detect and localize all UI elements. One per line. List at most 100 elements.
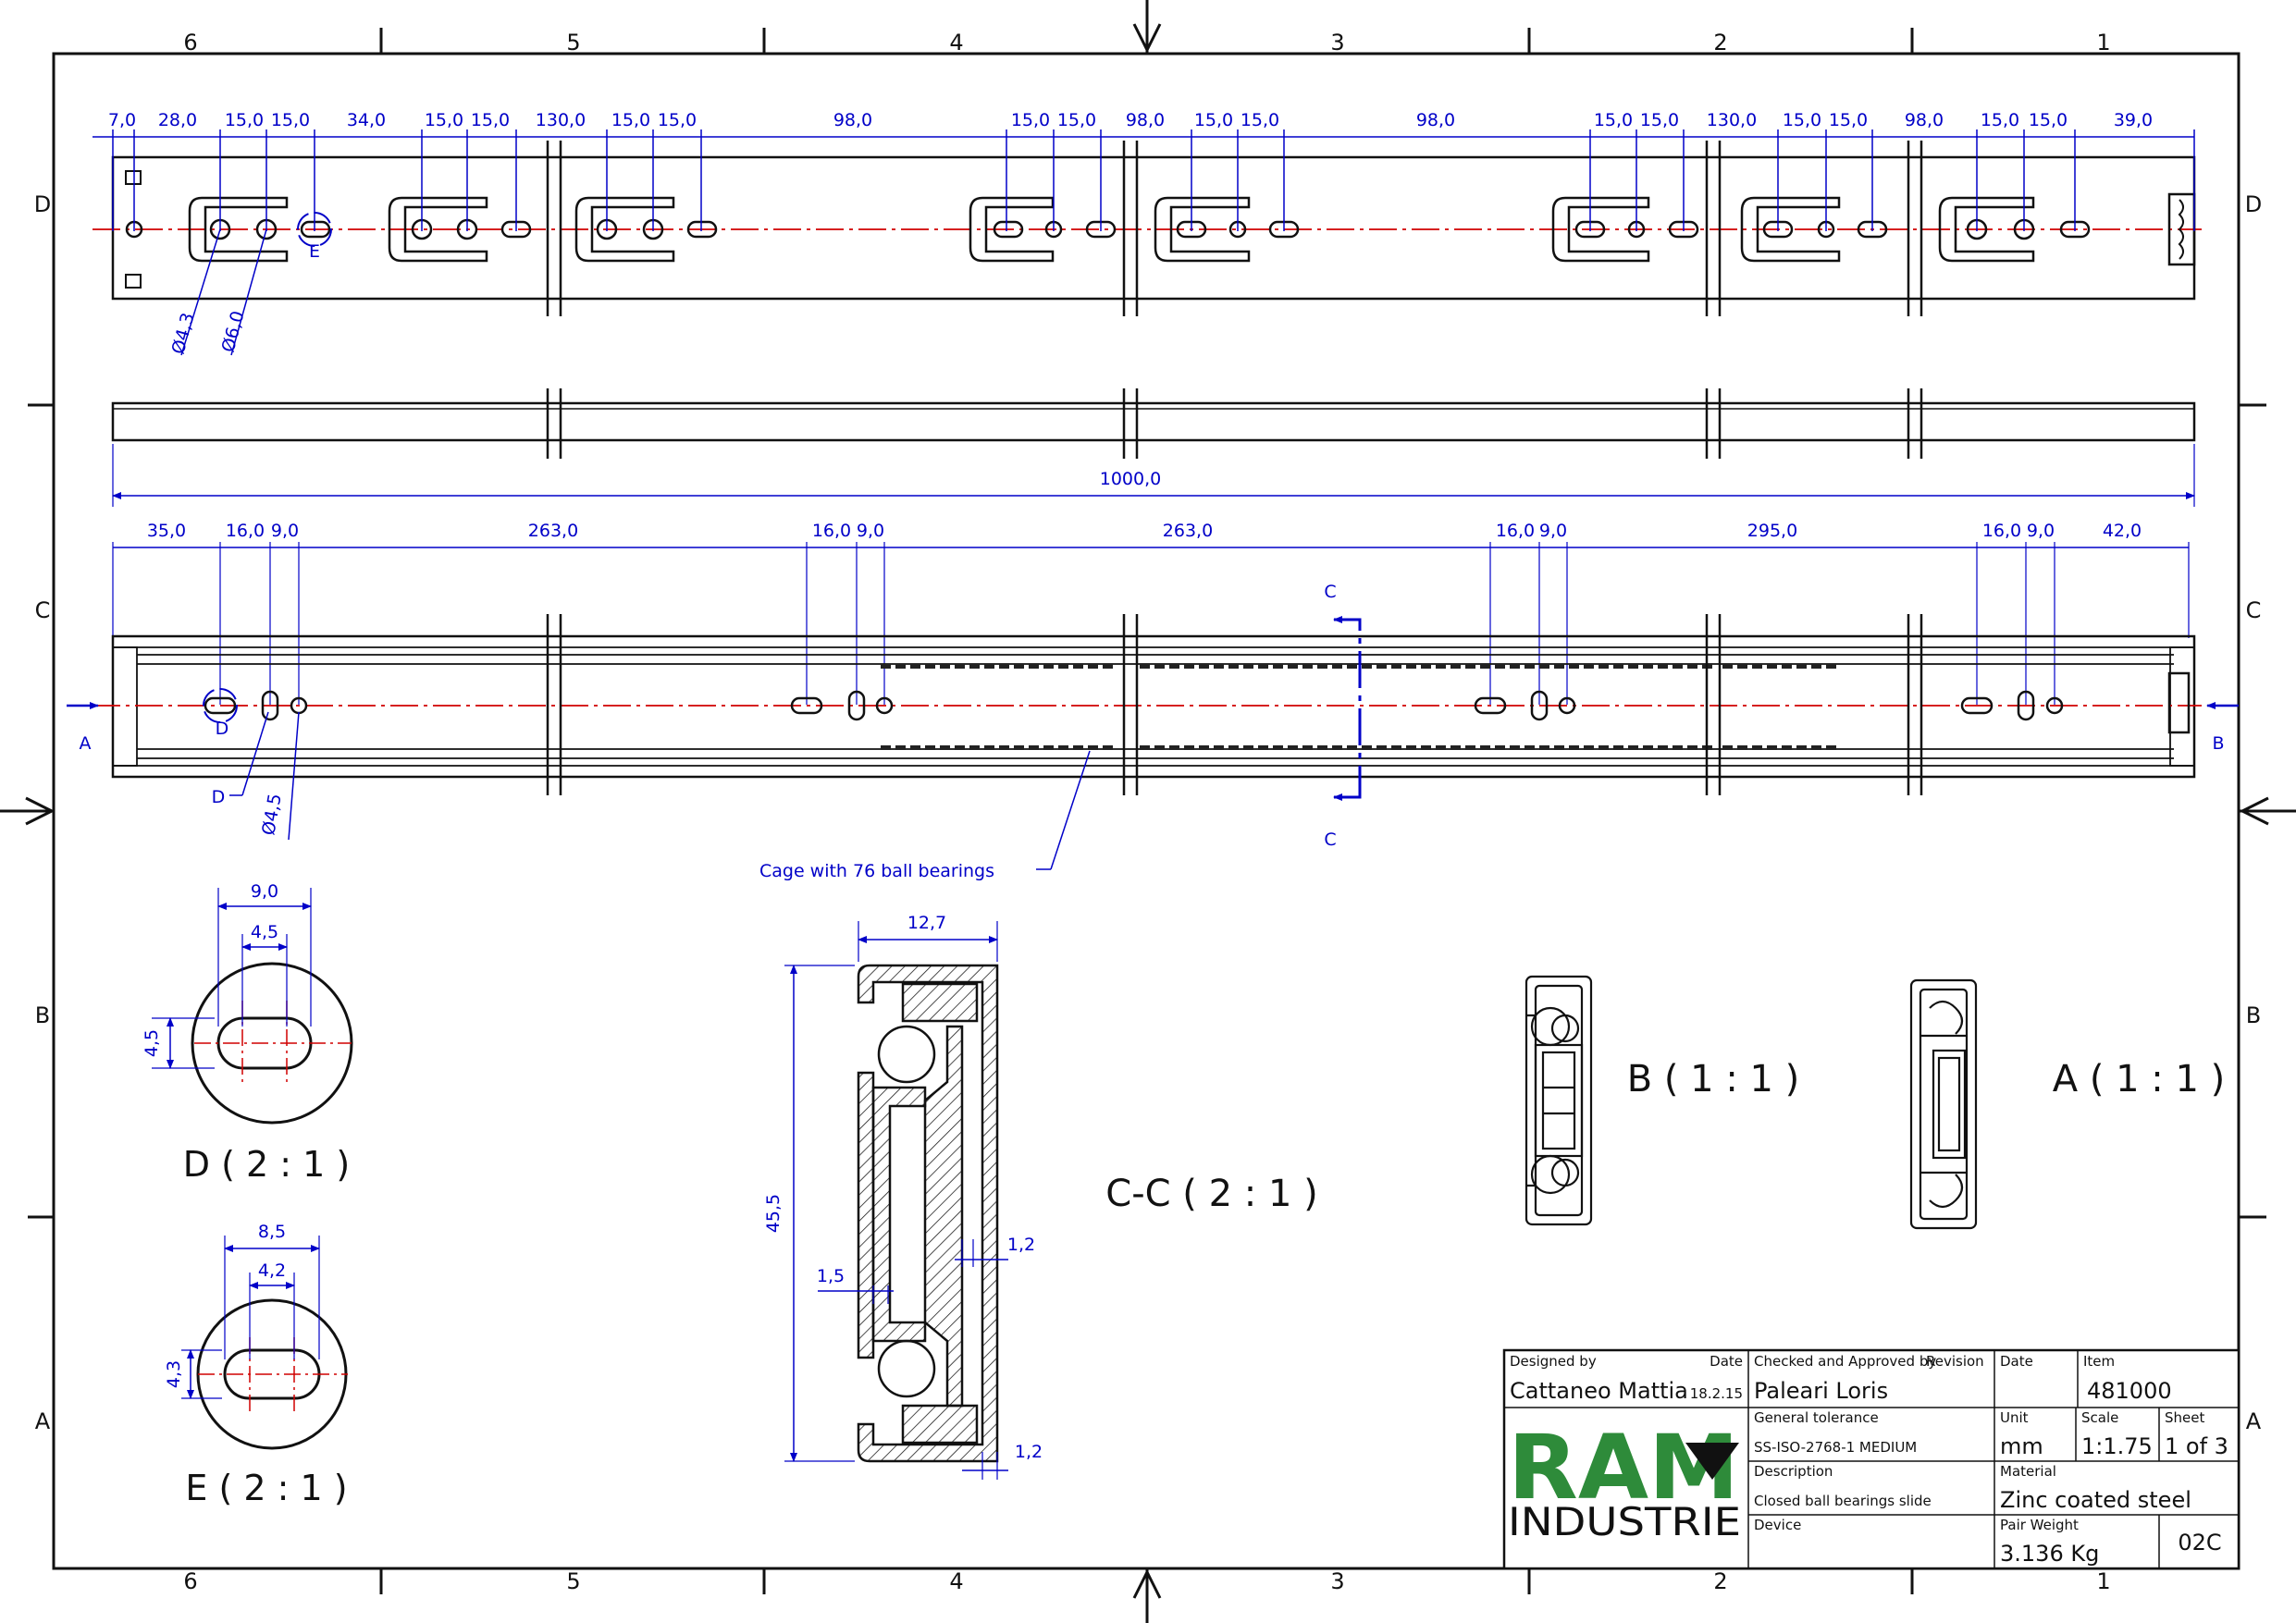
svg-text:15,0: 15,0 bbox=[1640, 110, 1679, 130]
svg-text:263,0: 263,0 bbox=[528, 521, 578, 541]
svg-text:9,0: 9,0 bbox=[271, 521, 299, 541]
tb-unit: mm bbox=[2000, 1433, 2043, 1459]
section-t3: 1,2 bbox=[1015, 1442, 1043, 1462]
zone-row-a-r: A bbox=[2246, 1408, 2262, 1434]
svg-text:130,0: 130,0 bbox=[1707, 110, 1757, 130]
tb-sheet-label: Sheet bbox=[2165, 1409, 2204, 1426]
zone-row-c: C bbox=[35, 597, 51, 623]
svg-text:15,0: 15,0 bbox=[1594, 110, 1633, 130]
svg-text:39,0: 39,0 bbox=[2114, 110, 2153, 130]
zone-row-d: D bbox=[34, 191, 51, 217]
top-view: E Ø4,3 Ø6,0 bbox=[93, 141, 2202, 356]
detail-d: 9,0 4,5 4,5 D ( 2 : 1 ) bbox=[142, 881, 353, 1185]
svg-text:15,0: 15,0 bbox=[1057, 110, 1096, 130]
svg-text:28,0: 28,0 bbox=[158, 110, 197, 130]
tb-description-label: Description bbox=[1754, 1463, 1833, 1480]
section-height: 45,5 bbox=[763, 1194, 784, 1233]
svg-text:15,0: 15,0 bbox=[611, 110, 650, 130]
zone-col-3: 3 bbox=[1330, 30, 1344, 55]
svg-text:9,0: 9,0 bbox=[857, 521, 884, 541]
svg-text:15,0: 15,0 bbox=[471, 110, 510, 130]
section-mark-c-bottom: C bbox=[1324, 830, 1336, 850]
svg-text:9,0: 9,0 bbox=[1539, 521, 1567, 541]
tb-item-label: Item bbox=[2083, 1353, 2115, 1370]
tb-checker: Paleari Loris bbox=[1754, 1378, 1888, 1404]
side-view: 1000,0 bbox=[111, 388, 2196, 507]
svg-text:15,0: 15,0 bbox=[271, 110, 310, 130]
section-cc-label: C-C ( 2 : 1 ) bbox=[1105, 1173, 1317, 1215]
view-a bbox=[1909, 978, 1978, 1230]
detail-e-mark: E bbox=[309, 241, 320, 262]
zone-col-5-b: 5 bbox=[566, 1568, 580, 1594]
tb-code: 02C bbox=[2178, 1530, 2221, 1555]
tb-sheet: 1 of 3 bbox=[2165, 1433, 2228, 1459]
svg-text:15,0: 15,0 bbox=[658, 110, 697, 130]
detail-d-label: D ( 2 : 1 ) bbox=[183, 1144, 350, 1185]
section-t1: 1,2 bbox=[1007, 1235, 1035, 1255]
section-cc: 12,7 45,5 1,2 1,5 1,2 C-C ( 2 : 1 ) bbox=[763, 913, 1318, 1480]
zone-col-1: 1 bbox=[2096, 30, 2110, 55]
tb-designer: Cattaneo Mattia bbox=[1510, 1378, 1688, 1404]
svg-text:98,0: 98,0 bbox=[1905, 110, 1944, 130]
svg-text:98,0: 98,0 bbox=[1416, 110, 1455, 130]
tb-weight-label: Pair Weight bbox=[2000, 1517, 2079, 1533]
detail-d-mark: D bbox=[216, 719, 229, 739]
svg-text:15,0: 15,0 bbox=[2029, 110, 2068, 130]
tb-description: Closed ball bearings slide bbox=[1754, 1493, 1932, 1509]
detail-e-w1: 8,5 bbox=[258, 1222, 286, 1242]
detail-d-w2: 4,5 bbox=[251, 922, 278, 942]
svg-text:15,0: 15,0 bbox=[1783, 110, 1821, 130]
logo-industrie: INDUSTRIE bbox=[1508, 1499, 1741, 1544]
zone-labels: 6 5 4 3 2 1 6 5 4 3 2 1 D C B A D C B A bbox=[34, 30, 2262, 1594]
detail-e-w2: 4,2 bbox=[258, 1260, 286, 1281]
svg-text:16,0: 16,0 bbox=[1496, 521, 1535, 541]
detail-e-label: E ( 2 : 1 ) bbox=[185, 1468, 347, 1508]
svg-text:15,0: 15,0 bbox=[1981, 110, 2019, 130]
section-mark-c-top: C bbox=[1324, 582, 1336, 602]
dia-4-3: Ø4,3 bbox=[168, 311, 199, 356]
dia-4-5: Ø4,5 bbox=[258, 793, 286, 837]
zone-row-b-r: B bbox=[2246, 1002, 2261, 1028]
view-a-label: A ( 1 : 1 ) bbox=[2053, 1058, 2226, 1100]
tb-scale-label: Scale bbox=[2081, 1409, 2118, 1426]
svg-text:130,0: 130,0 bbox=[536, 110, 586, 130]
tb-revision-label: Revision bbox=[1926, 1353, 1984, 1370]
svg-text:15,0: 15,0 bbox=[1241, 110, 1279, 130]
tb-item: 481000 bbox=[2087, 1378, 2172, 1404]
tb-tolerance-label: General tolerance bbox=[1754, 1409, 1879, 1426]
svg-text:98,0: 98,0 bbox=[833, 110, 872, 130]
tb-design-date: 18.2.15 bbox=[1690, 1385, 1743, 1402]
zone-col-5: 5 bbox=[566, 30, 580, 55]
tb-unit-label: Unit bbox=[2000, 1409, 2029, 1426]
top-dimension-chain: 7,0 28,0 15,0 15,0 34,0 15,0 15,0 130,0 … bbox=[93, 110, 2195, 231]
tb-tolerance: SS-ISO-2768-1 MEDIUM bbox=[1754, 1439, 1917, 1456]
tb-checked-label: Checked and Approved by bbox=[1754, 1353, 1936, 1370]
zone-row-c-r: C bbox=[2246, 597, 2262, 623]
view-b-label: B ( 1 : 1 ) bbox=[1627, 1058, 1800, 1100]
zone-row-b: B bbox=[35, 1002, 50, 1028]
svg-text:15,0: 15,0 bbox=[225, 110, 264, 130]
zone-col-3-b: 3 bbox=[1330, 1568, 1344, 1594]
detail-d-w1: 9,0 bbox=[251, 881, 278, 902]
svg-text:98,0: 98,0 bbox=[1126, 110, 1165, 130]
bottom-view: 35,0 16,0 9,0 263,0 16,0 9,0 263,0 16,0 … bbox=[67, 521, 2239, 881]
svg-text:16,0: 16,0 bbox=[1982, 521, 2021, 541]
zone-row-d-r: D bbox=[2245, 191, 2262, 217]
tb-date-label-2: Date bbox=[2000, 1353, 2033, 1370]
tb-scale: 1:1.75 bbox=[2081, 1433, 2153, 1459]
zone-col-2-b: 2 bbox=[1713, 1568, 1727, 1594]
tb-date-label-1: Date bbox=[1710, 1353, 1743, 1370]
cage-note: Cage with 76 ball bearings bbox=[759, 861, 994, 881]
detail-e: 8,5 4,2 4,3 E ( 2 : 1 ) bbox=[164, 1222, 348, 1508]
svg-text:9,0: 9,0 bbox=[2027, 521, 2055, 541]
ram-logo: RAM INDUSTRIE bbox=[1508, 1416, 1741, 1544]
view-mark-b: B bbox=[2212, 733, 2224, 754]
svg-text:16,0: 16,0 bbox=[812, 521, 851, 541]
svg-text:35,0: 35,0 bbox=[147, 521, 186, 541]
view-b bbox=[1524, 975, 1593, 1226]
svg-text:295,0: 295,0 bbox=[1747, 521, 1797, 541]
svg-text:15,0: 15,0 bbox=[1194, 110, 1233, 130]
tb-device-label: Device bbox=[1754, 1517, 1801, 1533]
detail-d-leader-label: D bbox=[212, 787, 226, 807]
svg-text:7,0: 7,0 bbox=[108, 110, 136, 130]
